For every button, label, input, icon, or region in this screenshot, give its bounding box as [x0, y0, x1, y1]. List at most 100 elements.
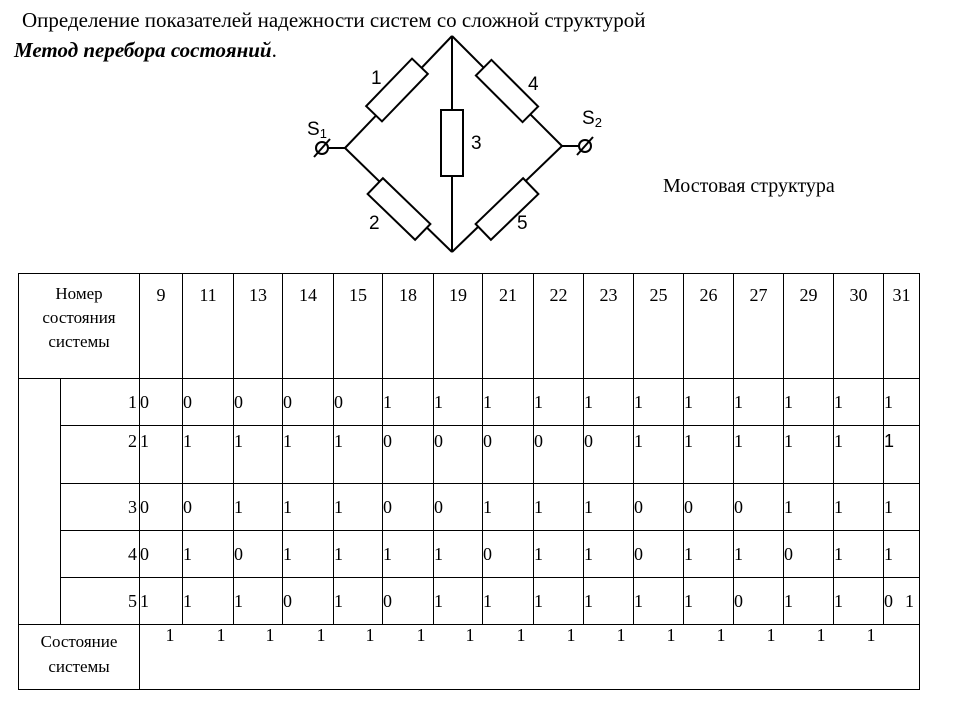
- element-number-cell: 2: [59, 425, 141, 484]
- element-value-cell: 1: [333, 530, 384, 578]
- state-number-cell: 22: [533, 273, 585, 379]
- element-value-cell: 1: [333, 425, 384, 484]
- element-value-cell: 0: [139, 530, 184, 578]
- element-value-cell: 0: [382, 425, 435, 484]
- system-state-value-cell: 1: [182, 624, 234, 690]
- system-state-value-cell: 1: [482, 624, 534, 690]
- element-value-cell: 0: [333, 378, 384, 426]
- element-value-cell: 1: [833, 577, 885, 625]
- element-4-box: [474, 58, 540, 124]
- element-value-cell: 1: [382, 378, 435, 426]
- state-number-cell: 19: [433, 273, 484, 379]
- element-value-cell: 0: [783, 530, 835, 578]
- system-state-value-cell: 1: [233, 624, 283, 690]
- element-value-cell: 1: [233, 577, 284, 625]
- state-number-cell: 15: [333, 273, 384, 379]
- state-number-cell: 30: [833, 273, 885, 379]
- system-state-value-cell: 1: [733, 624, 784, 690]
- page-title: Определение показателей надежности систе…: [22, 8, 646, 32]
- label-s1-letter: S: [307, 119, 320, 140]
- element-value-cell: 0: [182, 483, 235, 531]
- state-number-cell: 11: [182, 273, 235, 379]
- element-value-cell: 1: [533, 530, 585, 578]
- element-value: 1: [884, 391, 894, 412]
- element-value-cell: 1: [733, 378, 785, 426]
- system-state-value-cell: 1: [633, 624, 684, 690]
- element-value-cell: 1: [783, 577, 835, 625]
- element-value-cell: 1: [683, 530, 735, 578]
- element-value-cell: 0: [433, 483, 484, 531]
- system-state-value-cell: 1: [833, 624, 884, 690]
- header-label-line: состояния: [42, 308, 116, 327]
- system-state-value-cell: 1: [282, 624, 334, 690]
- element-value-cell: 1: [433, 577, 484, 625]
- element-value-cell: 0: [633, 483, 685, 531]
- element-value-cell: 0: [733, 577, 785, 625]
- header-label-line: системы: [48, 332, 110, 351]
- system-state-value-cell: 1: [683, 624, 734, 690]
- element-value-cell: 0: [482, 530, 535, 578]
- label-element-5: 5: [517, 213, 528, 234]
- system-state-value-cell: 1: [533, 624, 584, 690]
- state-number-cell: 14: [282, 273, 335, 379]
- element-value-cell: 1: [583, 530, 635, 578]
- element-value-cell: 1: [182, 577, 235, 625]
- element-value: 1: [884, 496, 894, 517]
- element-value-cell: 1: [833, 425, 885, 484]
- element-value-cell: 1: [282, 425, 335, 484]
- label-s2-letter: S: [582, 108, 595, 129]
- system-state-value-cell: 1: [139, 624, 183, 690]
- element-value-cell: 1: [633, 425, 685, 484]
- element-value-cell: 0: [382, 577, 435, 625]
- element-value-cell: 1: [333, 483, 384, 531]
- element-value-cell: 0: [633, 530, 685, 578]
- element-value-cell: 1: [482, 483, 535, 531]
- element-value-cell: 1: [482, 577, 535, 625]
- system-state-label-line: Состояние: [40, 632, 118, 651]
- subtitle-period: .: [271, 38, 277, 62]
- element-value-cell: 1: [633, 577, 685, 625]
- element-value-cell: 1: [883, 378, 921, 426]
- element-value-cell: 1: [733, 425, 785, 484]
- state-number-cell: 25: [633, 273, 685, 379]
- element-value-cell: 0: [233, 378, 284, 426]
- element-value-cell: 1: [683, 378, 735, 426]
- state-number-cell: 18: [382, 273, 435, 379]
- label-element-4: 4: [528, 74, 539, 95]
- element-value: 1: [884, 431, 895, 451]
- element-value-cell: 1: [533, 483, 585, 531]
- state-number-cell: 27: [733, 273, 785, 379]
- element-value-cell: 1: [883, 425, 921, 484]
- element-value-cell: 1: [783, 483, 835, 531]
- page-subtitle: Метод перебора состояний.: [14, 38, 277, 63]
- element-value-cell: 0: [482, 425, 535, 484]
- element-value-cell: 0: [139, 378, 184, 426]
- label-element-2: 2: [369, 213, 380, 234]
- element-number-cell: 1: [59, 378, 141, 426]
- element-value-cell: 0: [233, 530, 284, 578]
- element-value-cell: 1: [139, 577, 184, 625]
- element-value-cell: 1: [733, 530, 785, 578]
- element-value-cell: 1: [433, 530, 484, 578]
- bridge-diagram: 1 4 3 2 5 S1 S2: [307, 35, 602, 253]
- element-value-cell: 1: [282, 483, 335, 531]
- element-value-cell: 1: [683, 425, 735, 484]
- label-s2-sub: 2: [595, 115, 602, 130]
- state-number-cell: 21: [482, 273, 535, 379]
- terminal-s2-slash: [576, 136, 594, 156]
- state-number-cell: 26: [683, 273, 735, 379]
- element-value-cell: 1: [533, 577, 585, 625]
- element-value-cell: 1: [583, 483, 635, 531]
- element-value-cell: 0: [433, 425, 484, 484]
- state-number-cell: 9: [139, 273, 184, 379]
- element-value-cell: 1: [783, 378, 835, 426]
- element-1-box: [364, 57, 430, 123]
